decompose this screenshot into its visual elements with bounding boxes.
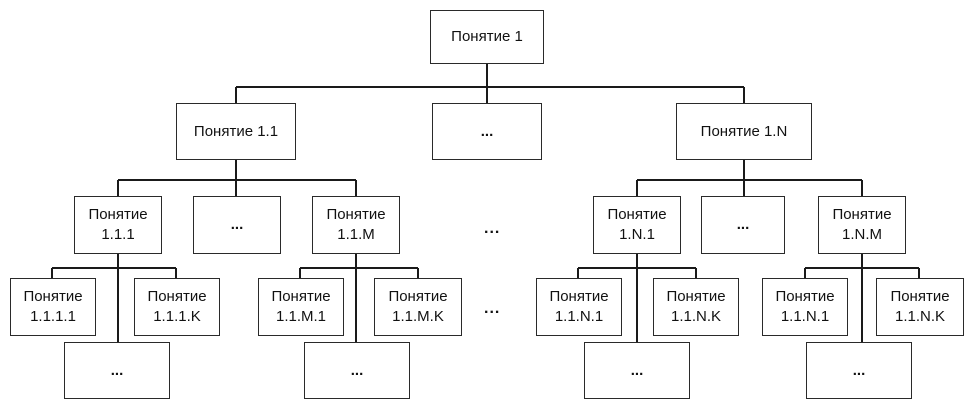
node-1-1: Понятие 1.1 bbox=[176, 103, 296, 160]
node-label-line2: 1.N.1 bbox=[619, 226, 655, 243]
node-label-line2: 1.1.N.K bbox=[670, 308, 722, 325]
node-label-line2: 1.1.N.K bbox=[894, 308, 946, 325]
node-label-line2: 1.1.1.K bbox=[153, 308, 201, 325]
node-1-1-1-ellipsis: ... bbox=[64, 342, 170, 399]
node-1-1-m-k: Понятие 1.1.M.K bbox=[374, 278, 462, 336]
gap-ellipsis-level2: ... bbox=[484, 220, 501, 237]
node-label-line1: Понятие bbox=[271, 288, 331, 305]
node-1-1-1-k: Понятие 1.1.1.K bbox=[134, 278, 220, 336]
node-label-line1: Понятие bbox=[549, 288, 609, 305]
node-label-line2: 1.1.N.1 bbox=[554, 308, 604, 325]
node-1-n-m: Понятие 1.N.M bbox=[818, 196, 906, 254]
node-1-ellipsis: ... bbox=[432, 103, 542, 160]
node-label-line1: Понятие bbox=[326, 206, 386, 223]
node-label: ... bbox=[630, 361, 644, 379]
node-1-1-ellipsis: ... bbox=[193, 196, 281, 254]
node-1-1-m: Понятие 1.1.M bbox=[312, 196, 400, 254]
node-label-line1: Понятие bbox=[88, 206, 148, 223]
node-root: Понятие 1 bbox=[430, 10, 544, 64]
node-label: ... bbox=[350, 361, 364, 379]
node-1-1-1-1: Понятие 1.1.1.1 bbox=[10, 278, 96, 336]
node-label: Понятие 1.N bbox=[700, 122, 788, 140]
node-1-n-m-ellipsis: ... bbox=[806, 342, 912, 399]
node-label-line2: 1.1.N.1 bbox=[780, 308, 830, 325]
node-1-n-1: Понятие 1.N.1 bbox=[593, 196, 681, 254]
node-label-line2: 1.1.1.1 bbox=[30, 308, 76, 325]
node-label: ... bbox=[736, 216, 750, 233]
node-1-1-1: Понятие 1.1.1 bbox=[74, 196, 162, 254]
gap-ellipsis-level3: ... bbox=[484, 300, 501, 317]
node-label: ... bbox=[110, 361, 124, 379]
node-label-line2: 1.1.M.1 bbox=[275, 308, 327, 325]
node-label-line1: Понятие bbox=[147, 288, 207, 305]
node-label-line1: Понятие bbox=[388, 288, 448, 305]
node-label: ... bbox=[480, 122, 494, 140]
node-label: ... bbox=[852, 361, 866, 379]
node-label-line1: Понятие bbox=[607, 206, 667, 223]
node-label: ... bbox=[230, 216, 244, 233]
node-1-n-m-1: Понятие 1.1.N.1 bbox=[762, 278, 848, 336]
node-1-1-m-1: Понятие 1.1.M.1 bbox=[258, 278, 344, 336]
node-1-n: Понятие 1.N bbox=[676, 103, 812, 160]
node-label-line1: Понятие bbox=[775, 288, 835, 305]
node-label-line2: 1.N.M bbox=[841, 226, 882, 243]
node-label-line1: Понятие bbox=[890, 288, 950, 305]
node-label-line1: Понятие bbox=[832, 206, 892, 223]
node-label-line2: 1.1.1 bbox=[101, 226, 135, 243]
node-1-n-1-1: Понятие 1.1.N.1 bbox=[536, 278, 622, 336]
node-1-n-1-k: Понятие 1.1.N.K bbox=[653, 278, 739, 336]
node-label-line2: 1.1.M bbox=[337, 226, 375, 243]
node-1-n-1-ellipsis: ... bbox=[584, 342, 690, 399]
node-label-line1: Понятие bbox=[666, 288, 726, 305]
node-label: Понятие 1.1 bbox=[193, 122, 279, 140]
node-1-n-ellipsis: ... bbox=[701, 196, 785, 254]
node-label-line1: Понятие bbox=[23, 288, 83, 305]
node-1-1-m-ellipsis: ... bbox=[304, 342, 410, 399]
node-label-line2: 1.1.M.K bbox=[392, 308, 444, 325]
node-label: Понятие 1 bbox=[451, 28, 523, 45]
node-1-n-m-k: Понятие 1.1.N.K bbox=[876, 278, 964, 336]
